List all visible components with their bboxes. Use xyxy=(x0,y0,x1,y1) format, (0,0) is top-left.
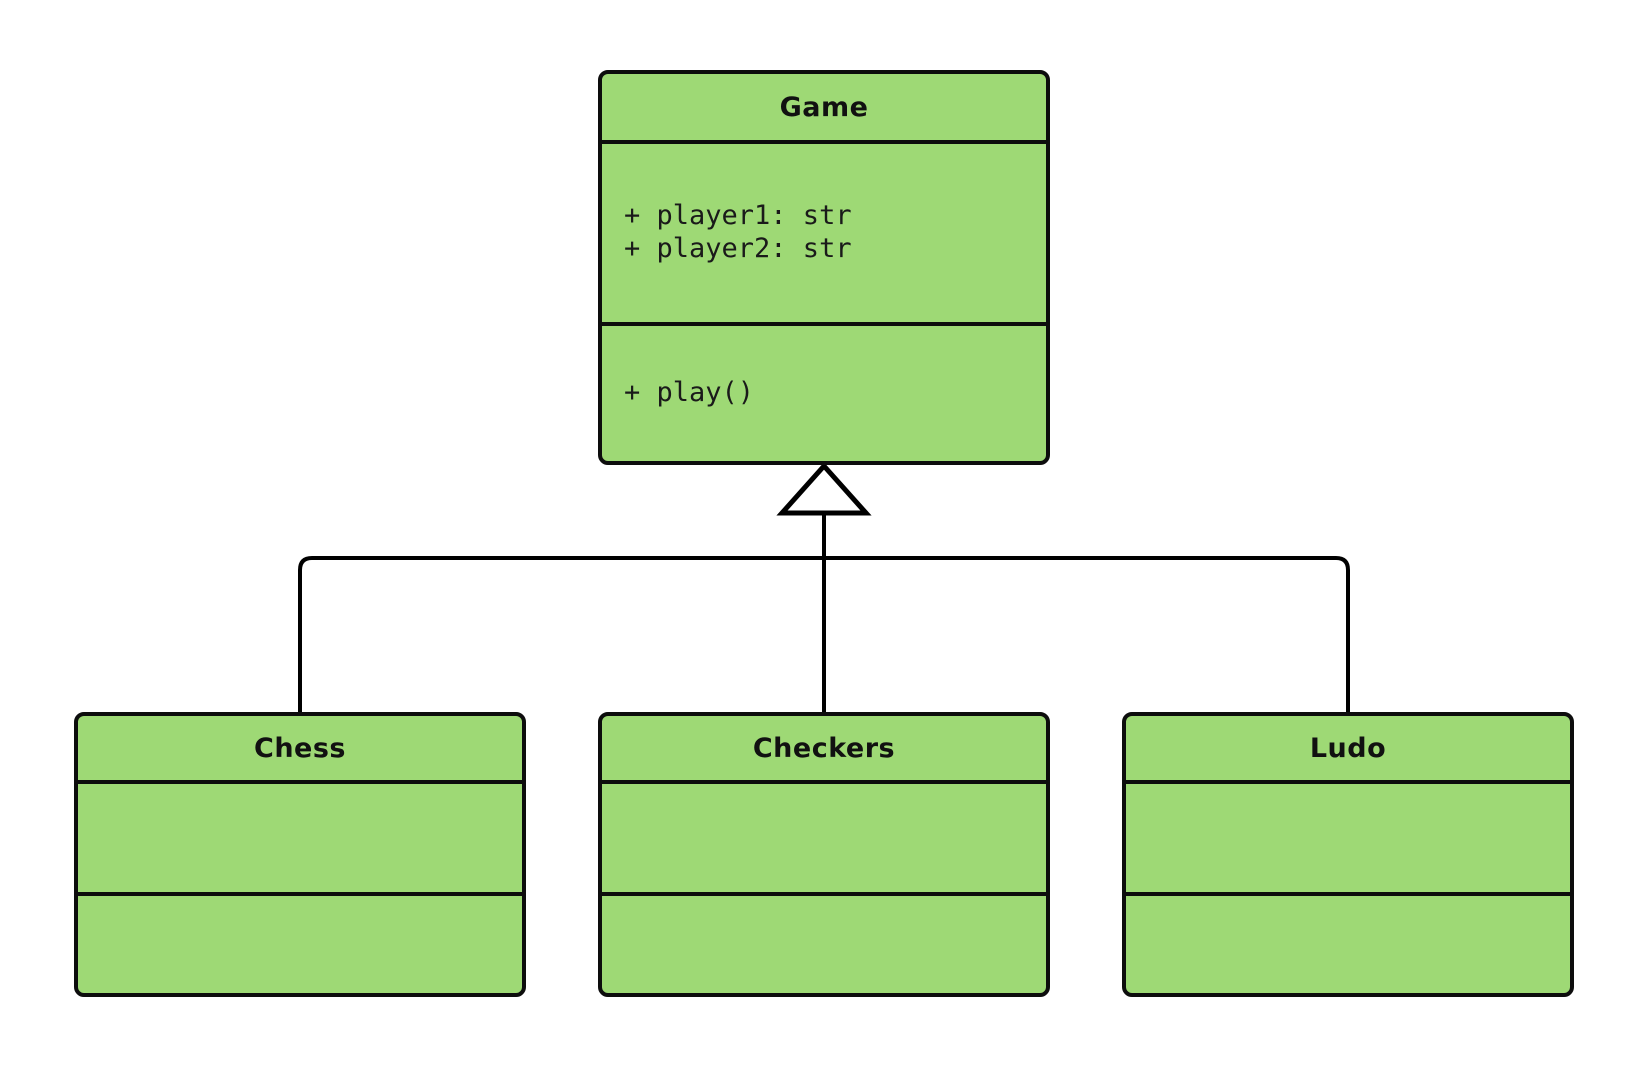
class-attributes-ludo xyxy=(1126,780,1570,892)
class-name-ludo: Ludo xyxy=(1309,732,1387,764)
inheritance-arrowhead xyxy=(776,462,872,516)
class-attributes-game: + player1: str + player2: str xyxy=(602,140,1046,322)
class-name-chess: Chess xyxy=(254,732,346,764)
class-name-game: Game xyxy=(779,91,869,123)
class-box-chess[interactable]: Chess xyxy=(74,712,526,997)
attribute-item: + player2: str xyxy=(624,233,852,264)
class-methods-game: + play() xyxy=(602,322,1046,461)
class-attributes-chess xyxy=(78,780,522,892)
class-attributes-checkers xyxy=(602,780,1046,892)
class-methods-checkers xyxy=(602,892,1046,993)
class-box-ludo[interactable]: Ludo xyxy=(1122,712,1574,997)
connector-bus-right xyxy=(824,556,1350,712)
class-methods-chess xyxy=(78,892,522,993)
class-methods-ludo xyxy=(1126,892,1570,993)
class-box-game[interactable]: Game + player1: str + player2: str + pla… xyxy=(598,70,1050,465)
method-item: + play() xyxy=(624,377,755,409)
attribute-item: + player1: str xyxy=(624,200,852,232)
class-name-checkers: Checkers xyxy=(752,732,896,764)
connector-bus-left xyxy=(298,556,824,712)
class-box-checkers[interactable]: Checkers xyxy=(598,712,1050,997)
